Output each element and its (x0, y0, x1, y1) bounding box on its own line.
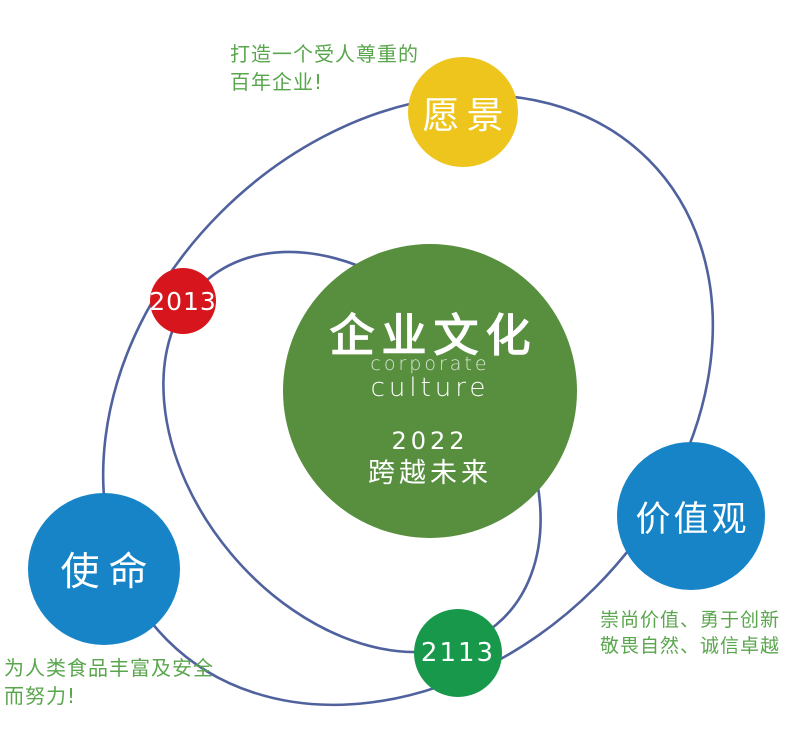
center-title: 企业文化 (329, 309, 538, 362)
start-year-label: 2013 (149, 286, 217, 316)
vision-label: 愿景 (422, 94, 511, 137)
vision-note-line2: 百年企业! (230, 70, 324, 94)
mission-note-line1: 为人类食品丰富及安全 (4, 656, 214, 680)
center-circle-corporate-culture: 企业文化 corporate culture 2022 跨越未来 (283, 244, 577, 538)
center-year: 2022 (391, 427, 469, 455)
values-note-line2: 敬畏自然、诚信卓越 (600, 635, 781, 657)
values-circle: 价值观 (617, 442, 765, 590)
vision-circle: 愿景 (408, 57, 518, 167)
end-year-label: 2113 (420, 638, 496, 668)
values-label: 价值观 (635, 499, 750, 540)
mission-note: 为人类食品丰富及安全 而努力! (4, 654, 214, 710)
mission-label: 使命 (60, 550, 157, 595)
center-subtitle-en1: corporate (370, 353, 490, 375)
mission-note-line2: 而努力! (4, 684, 77, 708)
end-year-circle: 2113 (414, 609, 502, 697)
vision-note-line1: 打造一个受人尊重的 (230, 42, 419, 66)
start-year-circle: 2013 (149, 268, 217, 334)
mission-circle: 使命 (28, 493, 180, 645)
center-subtitle-en2: culture (370, 373, 490, 403)
values-note-line1: 崇尚价值、勇于创新 (600, 609, 781, 631)
center-slogan: 跨越未来 (368, 458, 492, 489)
vision-note: 打造一个受人尊重的 百年企业! (230, 40, 419, 96)
values-note: 崇尚价值、勇于创新 敬畏自然、诚信卓越 (600, 607, 780, 659)
